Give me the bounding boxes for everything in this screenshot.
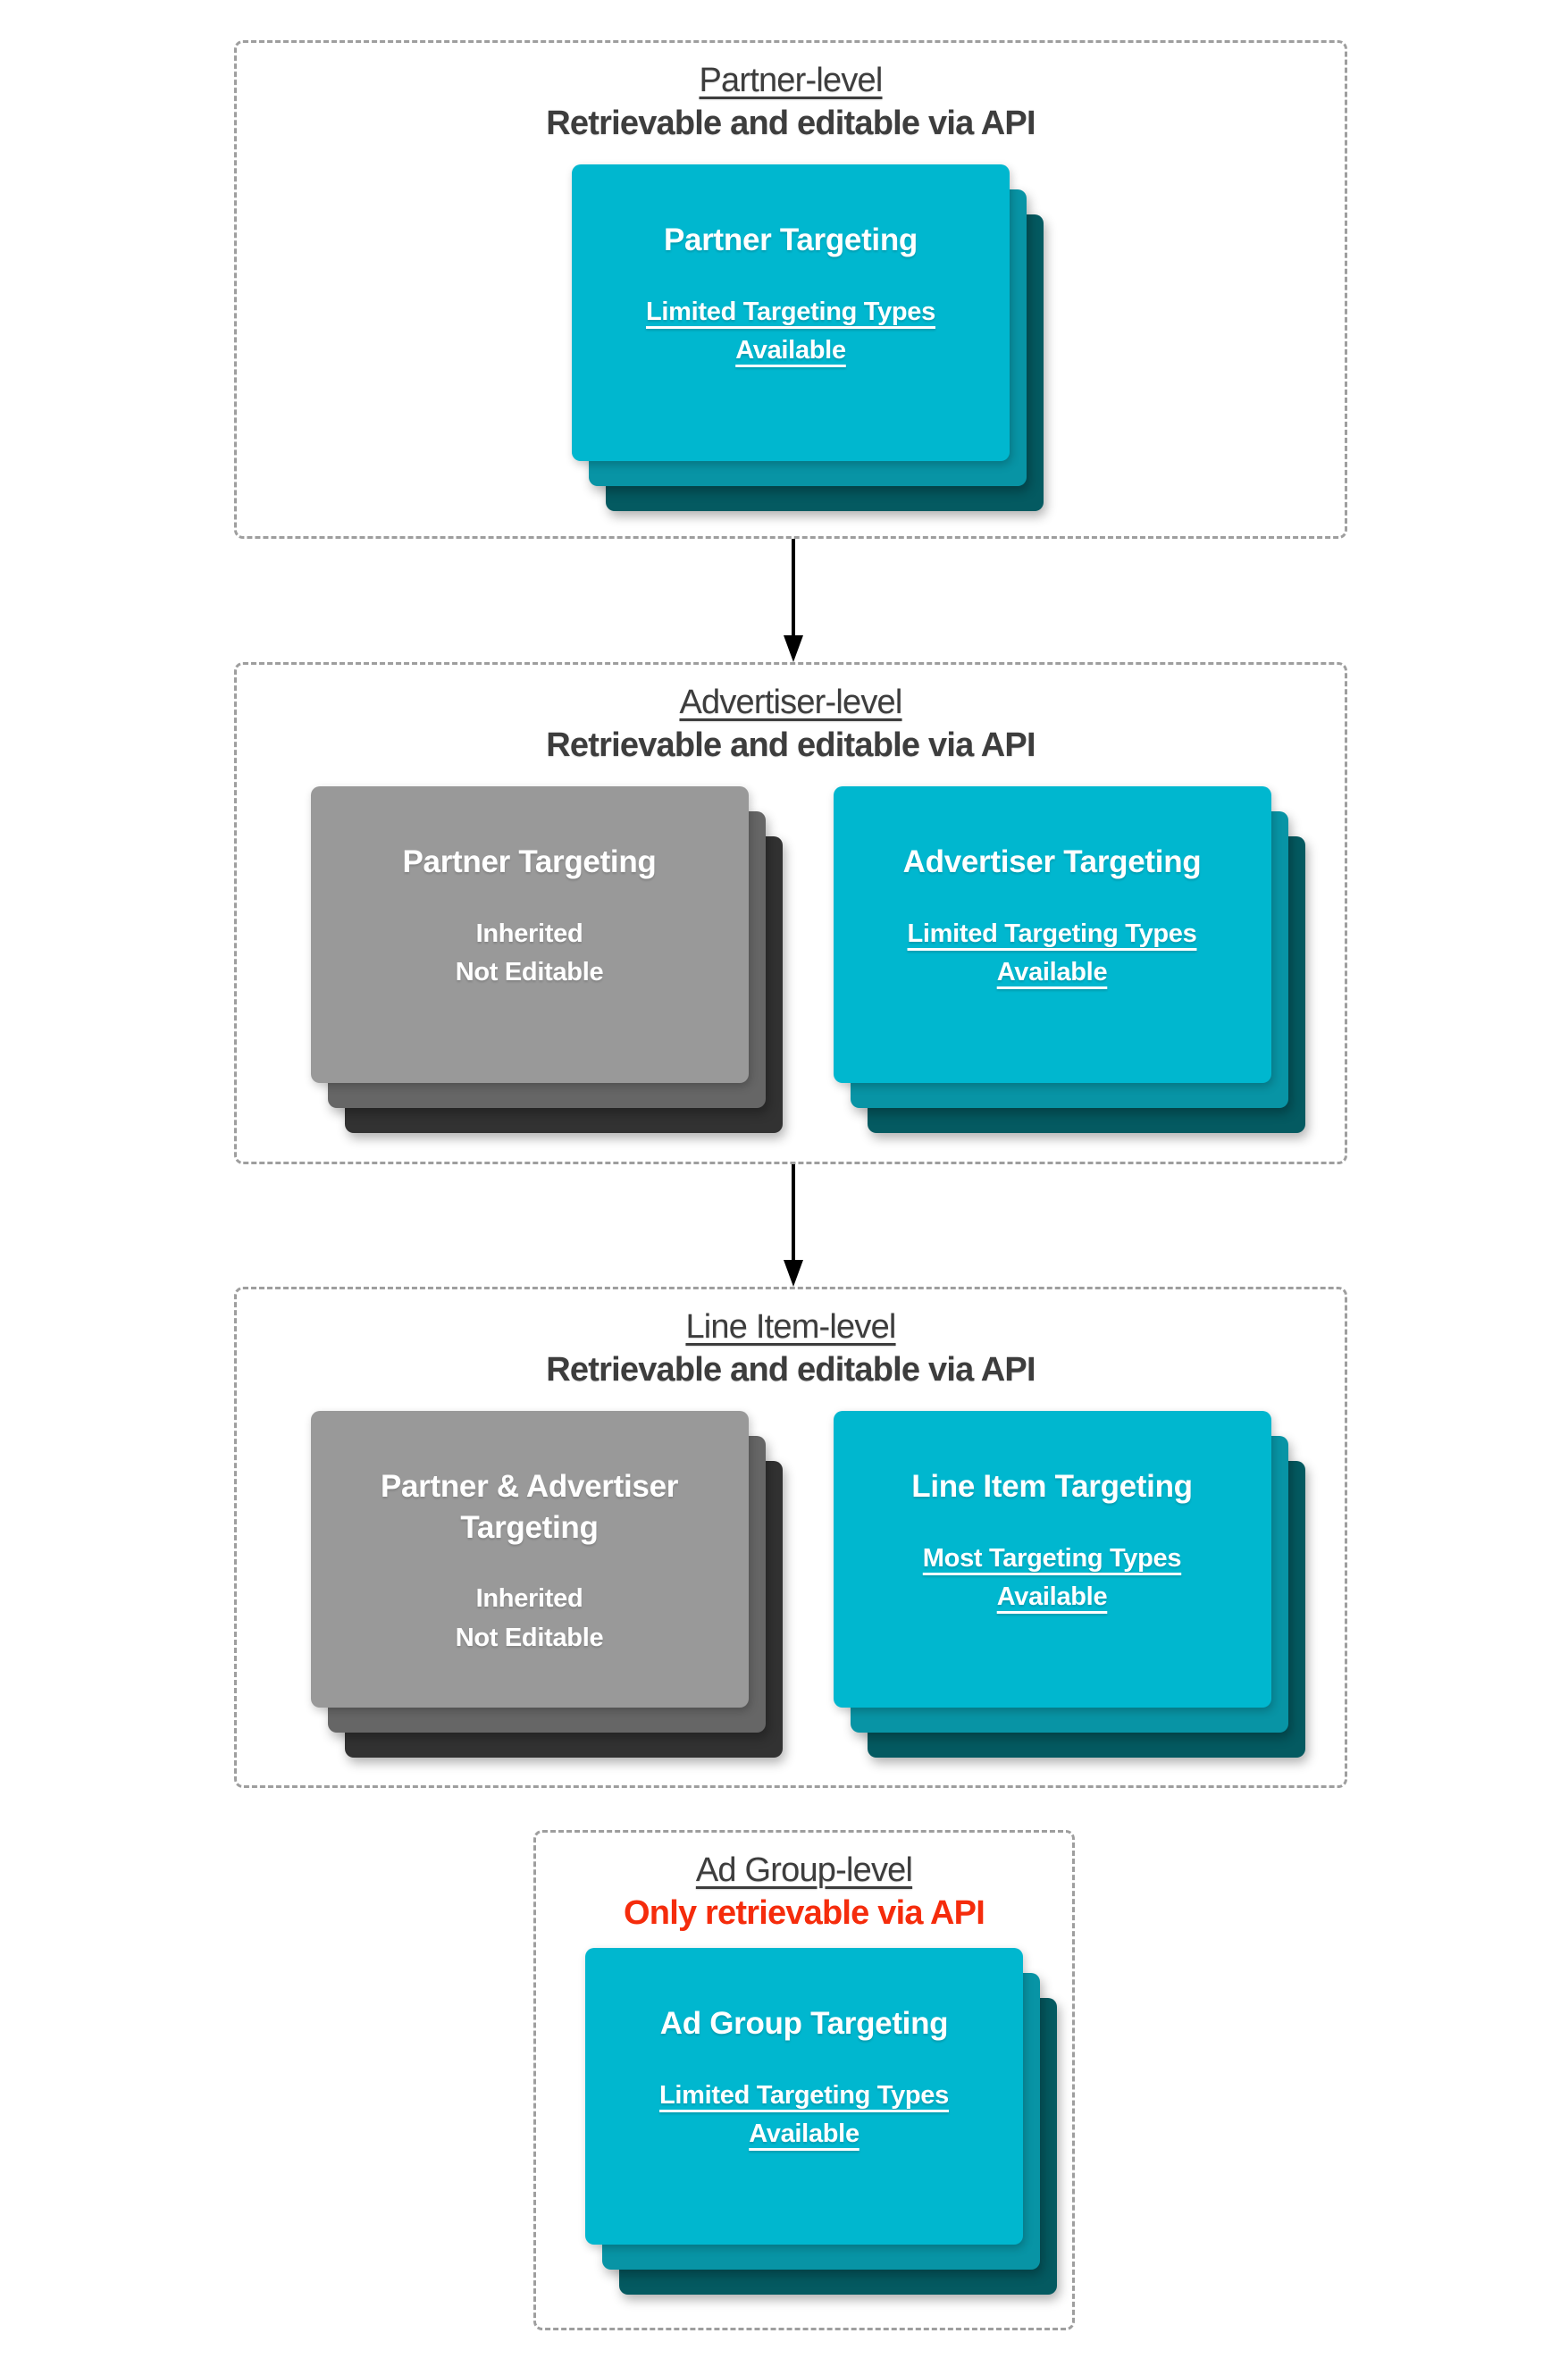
card-face: Partner Targeting Inherited Not Editable	[310, 786, 749, 1083]
card-inherited-partner-advertiser-targeting: Partner & Advertiser Targeting Inherited…	[310, 1411, 783, 1758]
card-face: Partner & Advertiser Targeting Inherited…	[310, 1411, 749, 1708]
card-subtitle-line: Limited Targeting Types	[659, 2080, 949, 2110]
card-inherited-partner-targeting: Partner Targeting Inherited Not Editable	[310, 786, 783, 1133]
card-title: Line Item Targeting	[911, 1469, 1193, 1504]
arrow-partner-to-advertiser	[776, 539, 811, 662]
section-advertiser-level: Advertiser-level Retrievable and editabl…	[234, 662, 1347, 1164]
section-partner-title: Partner-level	[237, 59, 1345, 102]
arrow-head-icon	[784, 635, 803, 662]
section-partner-level: Partner-level Retrievable and editable v…	[234, 40, 1347, 539]
card-title: Ad Group Targeting	[659, 2006, 949, 2041]
section-advertiser-subtitle: Retrievable and editable via API	[546, 726, 1036, 764]
card-subtitle: Limited Targeting Types Available	[572, 293, 1010, 371]
card-subtitle: Inherited Not Editable	[311, 915, 749, 993]
card-subtitle: Limited Targeting Types Available	[585, 2077, 1023, 2154]
card-subtitle-line: Most Targeting Types	[922, 1543, 1182, 1573]
card-line-item-targeting: Line Item Targeting Most Targeting Types…	[833, 1411, 1305, 1758]
partner-cards-row: Partner Targeting Limited Targeting Type…	[237, 164, 1345, 511]
card-title: Partner Targeting	[663, 222, 918, 257]
line-item-cards-row: Partner & Advertiser Targeting Inherited…	[237, 1411, 1345, 1758]
card-face: Partner Targeting Limited Targeting Type…	[572, 164, 1010, 461]
card-subtitle-line: Available	[996, 958, 1108, 986]
card-subtitle-line: Available	[996, 1582, 1108, 1611]
section-advertiser-title: Advertiser-level	[237, 681, 1345, 724]
card-subtitle: Limited Targeting Types Available	[834, 915, 1271, 993]
section-line-item-title-text: Line Item-level	[685, 1308, 896, 1346]
card-partner-targeting: Partner Targeting Limited Targeting Type…	[572, 164, 1044, 511]
card-subtitle-line: Not Editable	[455, 1623, 604, 1652]
section-advertiser-title-text: Advertiser-level	[679, 684, 902, 721]
arrow-advertiser-to-lineitem	[776, 1164, 811, 1287]
card-ad-group-targeting: Ad Group Targeting Limited Targeting Typ…	[585, 1948, 1057, 2295]
card-advertiser-targeting: Advertiser Targeting Limited Targeting T…	[833, 786, 1305, 1133]
section-partner-title-text: Partner-level	[699, 62, 883, 99]
card-subtitle-line: Inherited	[475, 1584, 583, 1613]
card-face: Line Item Targeting Most Targeting Types…	[833, 1411, 1271, 1708]
section-ad-group-title-text: Ad Group-level	[695, 1851, 913, 1889]
section-line-item-level: Line Item-level Retrievable and editable…	[234, 1287, 1347, 1788]
card-subtitle-line: Available	[735, 336, 846, 365]
arrow-head-icon	[784, 1260, 803, 1287]
card-face: Ad Group Targeting Limited Targeting Typ…	[585, 1948, 1023, 2245]
card-subtitle-line: Available	[749, 2119, 859, 2148]
card-subtitle: Most Targeting Types Available	[834, 1540, 1271, 1617]
card-subtitle-line: Limited Targeting Types	[907, 919, 1197, 948]
card-face: Advertiser Targeting Limited Targeting T…	[833, 786, 1271, 1083]
arrow-shaft	[792, 1164, 795, 1263]
section-partner-subtitle: Retrievable and editable via API	[546, 105, 1036, 142]
section-ad-group-level: Ad Group-level Only retrievable via API …	[533, 1830, 1075, 2330]
section-ad-group-title: Ad Group-level	[536, 1849, 1072, 1892]
card-title: Advertiser Targeting	[902, 844, 1202, 879]
card-title: Partner & Advertiser Targeting	[380, 1469, 679, 1545]
arrow-shaft	[792, 539, 795, 639]
card-subtitle-line: Limited Targeting Types	[646, 297, 935, 326]
card-subtitle-line: Inherited	[475, 919, 583, 948]
ad-group-cards-row: Ad Group Targeting Limited Targeting Typ…	[536, 1948, 1072, 2295]
section-line-item-subtitle: Retrievable and editable via API	[546, 1351, 1036, 1389]
section-ad-group-subtitle: Only retrievable via API	[624, 1894, 985, 1932]
card-subtitle-line: Not Editable	[455, 958, 604, 986]
section-line-item-title: Line Item-level	[237, 1305, 1345, 1348]
card-title: Partner Targeting	[402, 844, 657, 879]
advertiser-cards-row: Partner Targeting Inherited Not Editable…	[237, 786, 1345, 1133]
card-subtitle: Inherited Not Editable	[311, 1580, 749, 1658]
